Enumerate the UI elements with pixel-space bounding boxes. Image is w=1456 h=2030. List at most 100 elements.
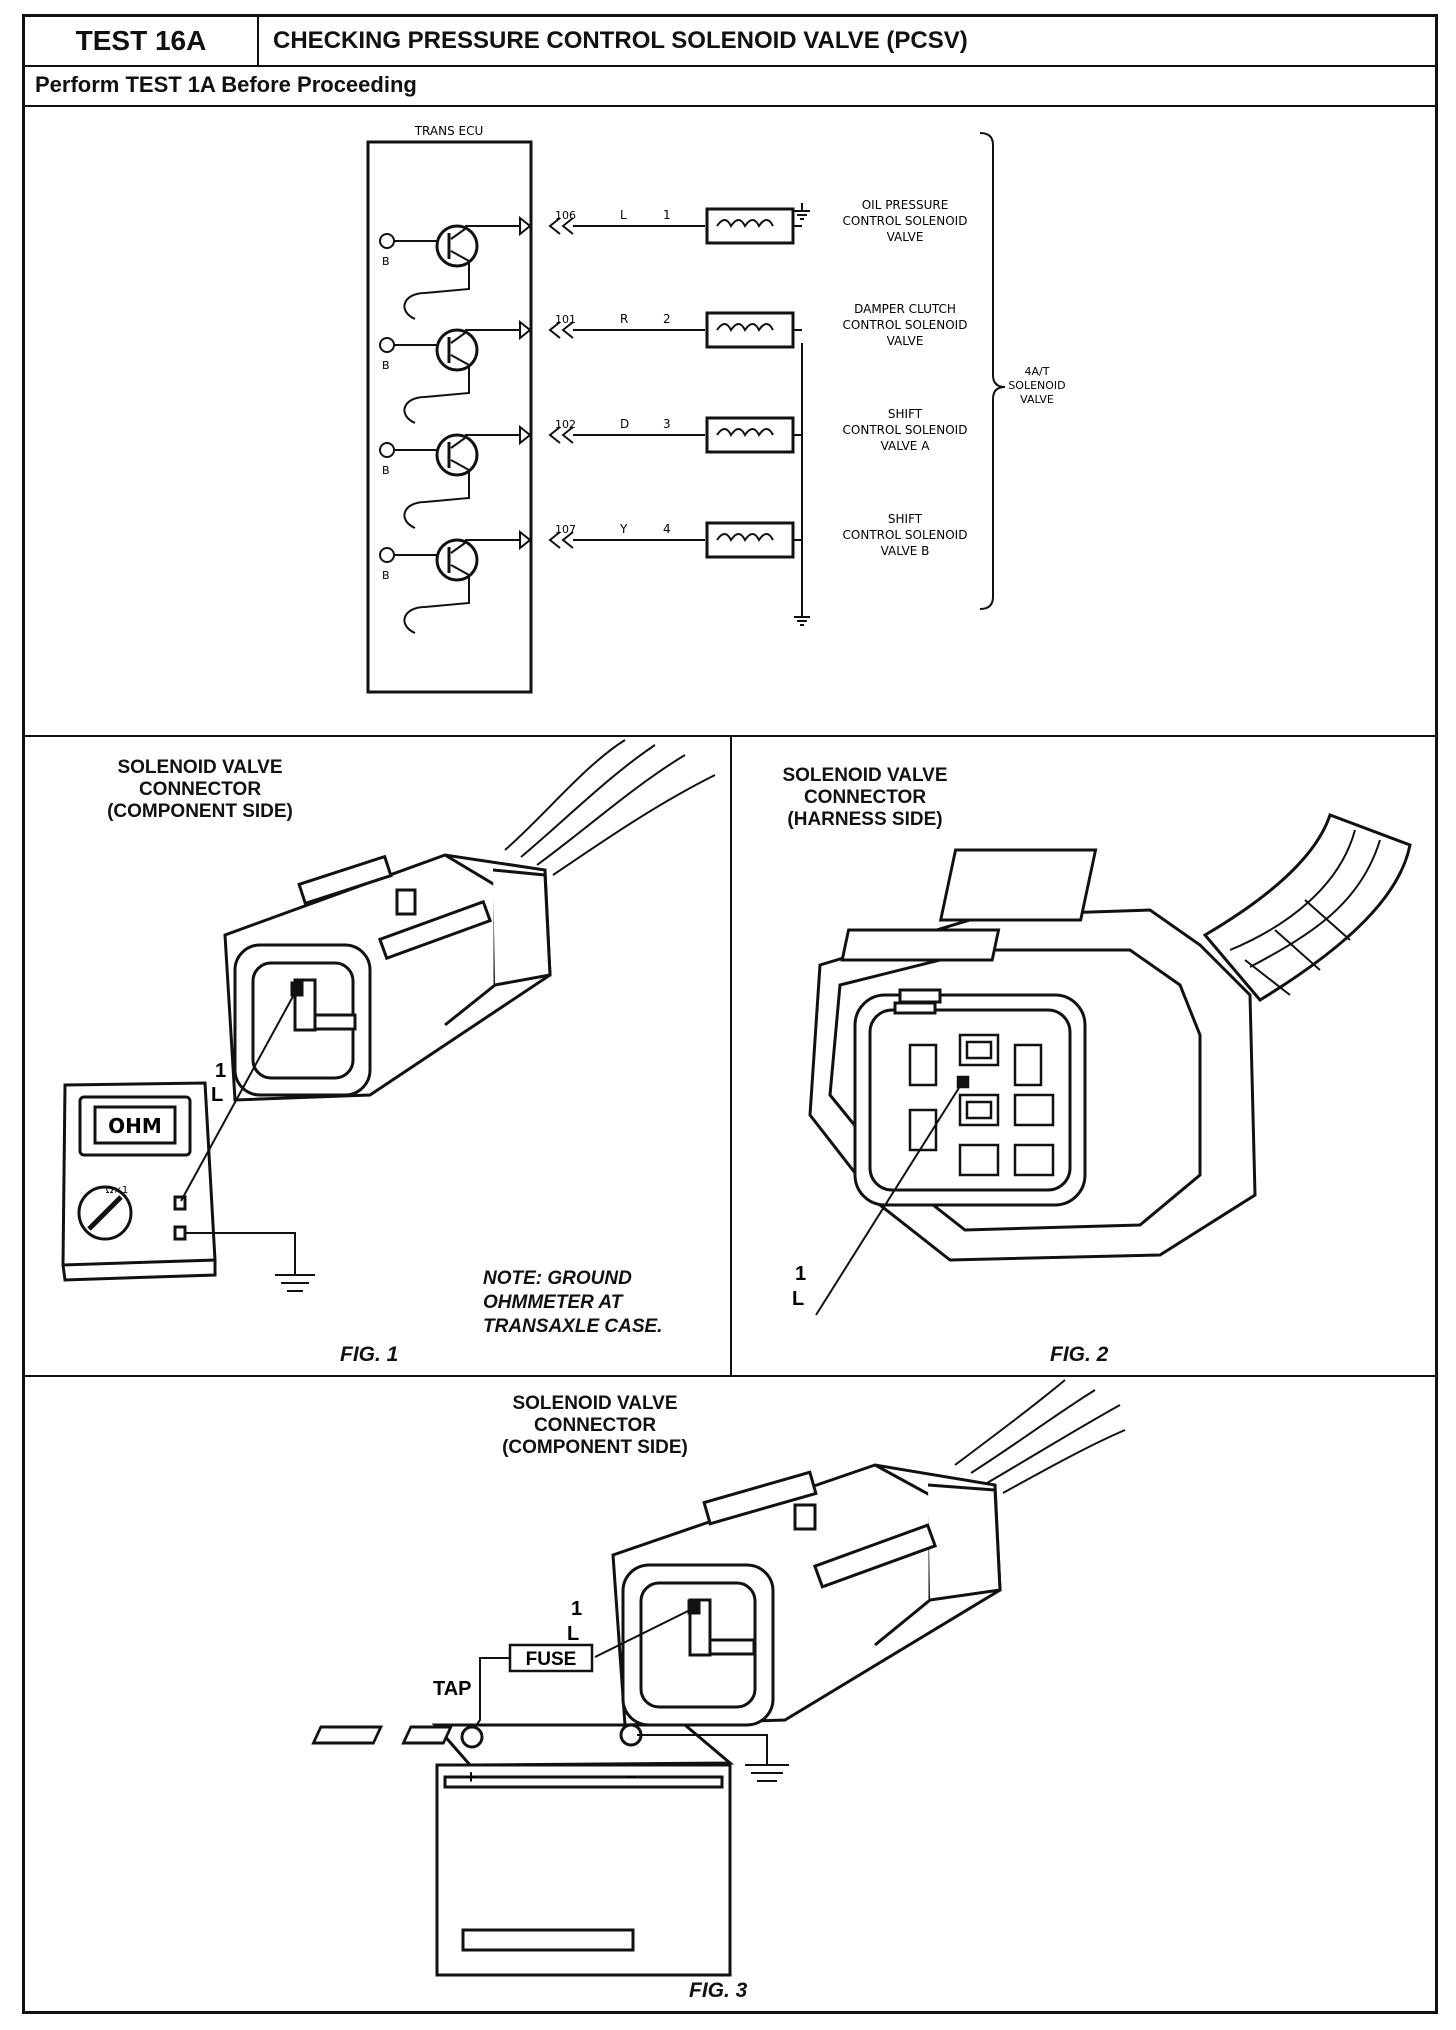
fig2-caption: FIG. 2 xyxy=(1050,1343,1109,1366)
connector-terminal-4: 4 xyxy=(663,522,671,536)
ohmmeter-range: Ω×1 xyxy=(106,1185,128,1196)
valve-label-3-line2: CONTROL SOLENOID xyxy=(843,423,968,437)
b-terminal-3 xyxy=(379,442,395,458)
fig1-wire-bundle xyxy=(504,739,716,876)
valve-label-3-line3: VALVE A xyxy=(881,439,931,453)
connector-chevrons-1 xyxy=(548,217,574,235)
wire-color-4: Y xyxy=(619,522,628,536)
fig3-ground-icon xyxy=(745,1764,789,1782)
prerequisite-row: Perform TEST 1A Before Proceeding xyxy=(25,65,1435,107)
transistor-1 xyxy=(435,224,479,268)
fig1-title-line3: (COMPONENT SIDE) xyxy=(107,801,293,822)
solenoid-coil-box-1 xyxy=(705,207,795,245)
fig3-battery xyxy=(311,1723,735,1977)
fig3-pin-wire: L xyxy=(567,1623,579,1645)
transistor-collector-2 xyxy=(450,332,466,344)
fig3-connector-body xyxy=(611,1463,1002,1727)
connector-chevrons-4 xyxy=(548,531,574,549)
test-title: CHECKING PRESSURE CONTROL SOLENOID VALVE… xyxy=(273,27,968,54)
fig1-note-line2: OHMMETER AT xyxy=(483,1292,623,1313)
valve-label-2-line2: CONTROL SOLENOID xyxy=(843,318,968,332)
fig1-probe-lead xyxy=(180,988,298,1202)
fig2-terminal-cavities xyxy=(908,1033,1055,1177)
fig3-panel: SOLENOID VALVE CONNECTOR (COMPONENT SIDE… xyxy=(25,1375,1435,2011)
wire-color-1: L xyxy=(620,208,627,222)
b-terminal-label-4: B xyxy=(382,569,390,582)
b-terminal-label-3: B xyxy=(382,464,390,477)
transistor-ground-path-4 xyxy=(403,575,470,634)
transistor-emitter-3 xyxy=(450,459,470,471)
fig1-ohmmeter xyxy=(61,1081,217,1282)
b-terminal-2 xyxy=(379,337,395,353)
transistor-collector-3 xyxy=(450,437,466,449)
fig3-title-line3: (COMPONENT SIDE) xyxy=(502,1437,688,1458)
fig3-drawing: 1 L FUSE TAP + − xyxy=(311,1379,1126,1977)
fig2-pin-number: 1 xyxy=(795,1263,806,1285)
valve-label-1-line2: CONTROL SOLENOID xyxy=(843,214,968,228)
ecu-box xyxy=(366,140,533,694)
b-terminal-4 xyxy=(379,547,395,563)
fig1-title-line1: SOLENOID VALVE xyxy=(117,757,283,778)
connector-chevrons-2 xyxy=(548,321,574,339)
output-arrow-3 xyxy=(519,424,532,446)
ecu-pin-4: 107 xyxy=(555,523,576,536)
transistor-emitter-4 xyxy=(450,564,470,576)
valve-label-4-line1: SHIFT xyxy=(888,512,923,526)
fig1-ground-lead xyxy=(185,1232,296,1275)
fig1-panel: SOLENOID VALVE CONNECTOR (COMPONENT SIDE… xyxy=(25,735,732,1377)
fig1-title-line2: CONNECTOR xyxy=(138,779,262,800)
group-brace xyxy=(979,132,1006,610)
output-arrow-4 xyxy=(519,529,532,551)
fig2-pin-pointer xyxy=(815,1082,963,1316)
solenoid-coil-2 xyxy=(716,323,774,332)
ground-symbol-bottom xyxy=(794,603,810,626)
fig2-title: SOLENOID VALVE CONNECTOR (HARNESS SIDE) xyxy=(760,765,970,831)
ohmmeter-display: OHM xyxy=(108,1114,162,1138)
solenoid-coil-3 xyxy=(716,428,774,437)
ecu-label: TRANS ECU xyxy=(414,124,484,138)
fig2-drawing: 1 L xyxy=(792,813,1412,1316)
transistor-emitter-2 xyxy=(450,354,470,366)
solenoid-coil-box-2 xyxy=(705,311,795,349)
fig3-fuse-label: FUSE xyxy=(526,1649,577,1670)
fig2-title-line3: (HARNESS SIDE) xyxy=(787,809,943,830)
fig2-title-line2: CONNECTOR xyxy=(803,787,927,808)
output-arrow-1 xyxy=(519,215,532,237)
fig1-drawing: OHM Ω×1 1 L xyxy=(61,739,716,1292)
b-terminal-label-2: B xyxy=(382,359,390,372)
valve-label-4-line2: CONTROL SOLENOID xyxy=(843,528,968,542)
wire-color-3: D xyxy=(620,417,629,431)
valve-label-3-line1: SHIFT xyxy=(888,407,923,421)
battery-plus-sign: + xyxy=(466,1767,477,1787)
valve-label-1-line3: VALVE xyxy=(887,230,924,244)
group-label-line1: 4A/T xyxy=(1025,365,1050,378)
fig1-pin-number: 1 xyxy=(215,1060,226,1082)
connector-terminal-1: 1 xyxy=(663,208,671,222)
valve-label-2-line1: DAMPER CLUTCH xyxy=(854,302,956,316)
ground-symbol-top xyxy=(794,203,810,220)
fig1-ground-icon xyxy=(275,1274,315,1292)
transistor-ground-path-1 xyxy=(403,261,470,320)
transistor-ground-path-3 xyxy=(403,470,470,529)
fig1-note-line1: NOTE: GROUND xyxy=(483,1268,632,1289)
test-page: TEST 16A CHECKING PRESSURE CONTROL SOLEN… xyxy=(22,14,1438,2014)
fig2-panel: SOLENOID VALVE CONNECTOR (HARNESS SIDE) xyxy=(730,735,1435,1377)
connector-chevrons-3 xyxy=(548,426,574,444)
fig1-pin-wire: L xyxy=(211,1084,223,1106)
group-label-line2: SOLENOID xyxy=(1008,379,1065,392)
wire-color-2: R xyxy=(620,312,628,326)
transistor-emitter-1 xyxy=(450,250,470,262)
fig3-tap-lead xyxy=(470,1657,510,1734)
transistor-3 xyxy=(435,433,479,477)
fig3-wire-bundle xyxy=(954,1379,1126,1494)
fig1-note: NOTE: GROUND OHMMETER AT TRANSAXLE CASE. xyxy=(483,1267,662,1339)
fig2-pin-wire: L xyxy=(792,1288,804,1310)
fig2-title-line1: SOLENOID VALVE xyxy=(782,765,948,786)
b-terminal-label-1: B xyxy=(382,255,390,268)
ecu-pin-3: 102 xyxy=(555,418,576,431)
group-label-line3: VALVE xyxy=(1020,393,1054,406)
valve-label-4-line3: VALVE B xyxy=(881,544,930,558)
test-id: TEST 16A xyxy=(25,17,259,65)
battery-minus-sign: − xyxy=(626,1767,637,1787)
